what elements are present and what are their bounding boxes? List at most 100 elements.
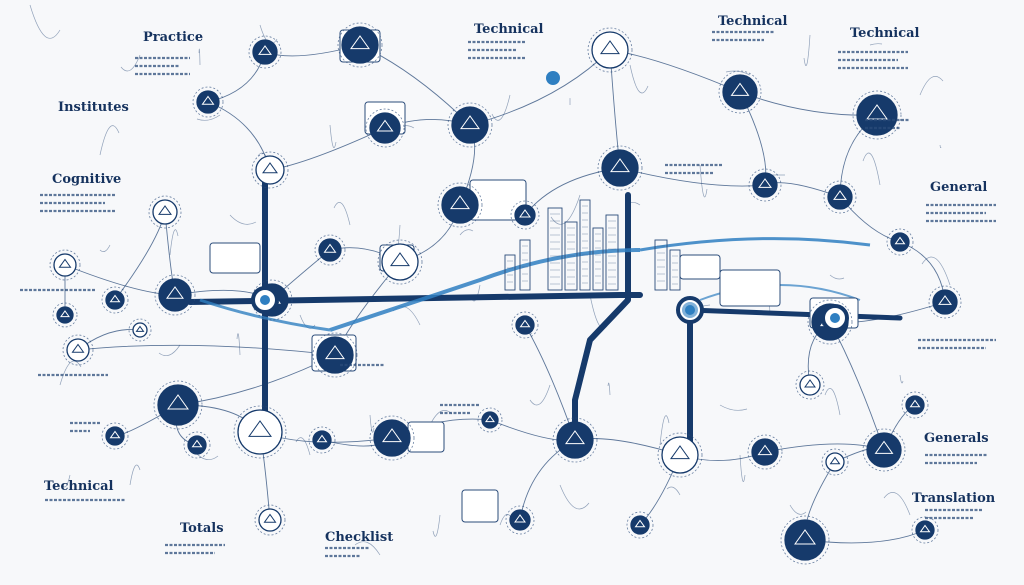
building-icon xyxy=(158,205,172,215)
connection-line xyxy=(529,333,533,336)
node-circle xyxy=(799,374,821,396)
node-ring xyxy=(369,415,415,461)
node-ring xyxy=(183,431,211,459)
node-circle xyxy=(258,508,282,532)
chart-icon xyxy=(919,524,931,533)
label-technical-bottom-left: Technical xyxy=(44,479,114,494)
accent-dot xyxy=(546,71,560,85)
node-circle xyxy=(751,438,779,466)
node-circle xyxy=(905,395,925,415)
building-icon xyxy=(263,513,277,523)
node-circle xyxy=(255,155,285,185)
connection-line xyxy=(939,144,942,149)
document-icon xyxy=(634,519,646,528)
connection-line xyxy=(899,374,904,384)
node-ring xyxy=(901,391,929,419)
chart-icon xyxy=(323,243,337,253)
target-icon xyxy=(909,399,921,408)
node-circle xyxy=(152,199,178,225)
document-icon xyxy=(191,439,203,448)
connection-line xyxy=(550,194,581,225)
label-technical-right-top: Technical xyxy=(718,14,788,29)
connection-line xyxy=(99,244,111,252)
label-checklist: Checklist xyxy=(325,530,394,545)
user-icon xyxy=(382,428,402,443)
user-icon xyxy=(894,236,906,245)
node-circle xyxy=(825,452,845,472)
node-circle xyxy=(56,306,74,324)
lock-icon xyxy=(262,162,278,174)
building-icon xyxy=(654,239,668,291)
connection-line xyxy=(764,443,885,453)
connection-line xyxy=(236,333,241,356)
connection-line xyxy=(469,49,611,126)
node-ring xyxy=(154,274,196,316)
node-ring xyxy=(928,285,962,319)
connection-line xyxy=(295,437,311,456)
clock-icon xyxy=(485,415,495,423)
chart-icon xyxy=(109,430,121,439)
node-circle xyxy=(515,315,535,335)
connection-line xyxy=(883,492,911,516)
connection-line xyxy=(629,64,649,94)
node-circle xyxy=(915,520,935,540)
node-ring xyxy=(148,195,182,229)
node-circle xyxy=(661,436,699,474)
connection-line xyxy=(824,388,841,416)
building-icon xyxy=(547,207,563,291)
node-ring xyxy=(510,200,540,230)
node-circle xyxy=(601,149,639,187)
connection-line xyxy=(99,125,120,156)
node-circle xyxy=(341,26,379,64)
node-ring xyxy=(314,234,346,266)
building-icon xyxy=(504,254,516,291)
node-circle xyxy=(132,322,148,338)
connection-line xyxy=(829,274,845,280)
building-icon xyxy=(592,227,604,291)
main-route xyxy=(572,192,631,443)
device-sketch xyxy=(461,489,499,523)
user-icon xyxy=(450,195,470,210)
node-ring xyxy=(62,334,94,366)
clock-icon xyxy=(514,514,526,523)
node-ring xyxy=(823,180,857,214)
connection-line xyxy=(739,454,746,482)
connection-line xyxy=(120,54,141,72)
node-ring xyxy=(852,90,902,140)
user-icon xyxy=(316,434,328,443)
node-circle xyxy=(237,409,283,455)
device-sketch xyxy=(719,269,781,307)
hub-center xyxy=(830,313,840,323)
node-circle xyxy=(784,519,826,561)
node-circle xyxy=(441,186,479,224)
connection-line xyxy=(659,415,670,446)
node-ring xyxy=(748,168,782,202)
node-ring xyxy=(308,426,336,454)
node-circle xyxy=(752,172,778,198)
device-sketch xyxy=(209,242,261,274)
building-icon xyxy=(564,221,578,291)
building-icon xyxy=(605,214,619,291)
connection-line xyxy=(369,414,375,433)
node-circle xyxy=(66,338,90,362)
node-ring xyxy=(718,70,762,114)
connection-line xyxy=(61,474,71,488)
connection-line xyxy=(609,49,741,93)
lock-icon xyxy=(58,258,72,268)
gear-icon xyxy=(794,529,816,545)
node-ring xyxy=(49,249,81,281)
connection-line xyxy=(499,514,512,526)
chart-icon xyxy=(460,115,480,130)
node-circle xyxy=(373,419,411,457)
accent-route xyxy=(639,237,871,252)
clock-icon xyxy=(519,209,531,218)
node-ring xyxy=(862,428,906,472)
node-circle xyxy=(316,336,354,374)
node-circle xyxy=(591,31,629,69)
connection-line xyxy=(699,164,708,198)
node-ring xyxy=(128,318,152,342)
connection-line xyxy=(198,48,201,66)
node-circle xyxy=(157,384,199,426)
gear-icon xyxy=(325,345,345,360)
